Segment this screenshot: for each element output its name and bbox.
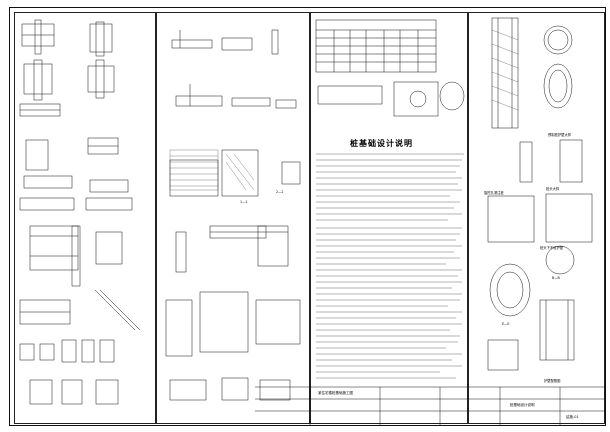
panel-notes bbox=[310, 12, 468, 424]
title-block-sheet-no: 结施-01 bbox=[566, 415, 579, 419]
caption-pile-reinf-2: 旋挖孔灌注桩 bbox=[484, 191, 504, 195]
notes-title: 桩基础设计说明 bbox=[350, 139, 413, 148]
outer-frame bbox=[9, 7, 606, 426]
title-block-project: 某住宅楼桩基础施工图 bbox=[318, 391, 353, 395]
caption-note-bottom-right: 桩头下不设护壁 bbox=[540, 246, 564, 250]
caption-col-b: 护壁配筋图 bbox=[544, 379, 561, 383]
caption-section-bb: B—B bbox=[552, 276, 560, 280]
caption-section-ee: E—E bbox=[502, 322, 510, 326]
caption-section-11: 1—1 bbox=[240, 200, 248, 204]
panel-middle bbox=[156, 12, 310, 424]
panel-right bbox=[468, 12, 605, 424]
caption-section-22: 2—2 bbox=[276, 190, 284, 194]
title-block-drawing: 桩基础设计说明 bbox=[510, 403, 535, 407]
caption-col-a: 桩头大样 bbox=[546, 187, 560, 191]
panel-left bbox=[14, 12, 156, 424]
caption-pile-reinf-1: 预制桩护壁大样 bbox=[548, 133, 572, 137]
